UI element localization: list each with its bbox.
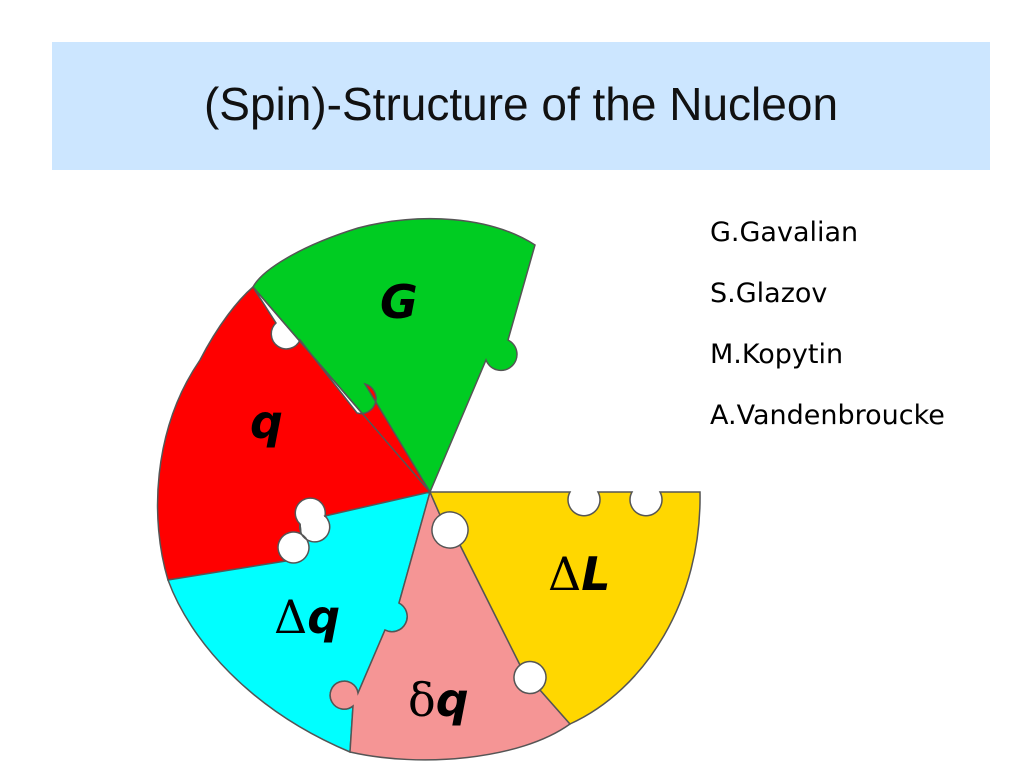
- piece-label-orbital-letter: L: [581, 547, 610, 601]
- piece-label-helicity: Δq: [274, 590, 340, 644]
- page-title: (Spin)-Structure of the Nucleon: [203, 78, 839, 130]
- piece-label-quark: q: [250, 395, 283, 449]
- puzzle-piece-quark: [156, 285, 432, 581]
- piece-label-orbital-delta: Δ: [548, 547, 581, 601]
- author-name: M.Kopytin: [710, 339, 844, 370]
- puzzle-piece-gluon: [252, 217, 536, 494]
- title-bar: (Spin)-Structure of the Nucleon: [52, 42, 990, 170]
- piece-label-transversity: δq: [408, 673, 469, 727]
- piece-label-gluon-letter: G: [380, 275, 418, 329]
- piece-label-transversity-letter: q: [436, 673, 469, 727]
- piece-label-quark-letter: q: [250, 395, 283, 449]
- piece-label-helicity-letter: q: [307, 590, 340, 644]
- author-list: G.Gavalian S.Glazov M.Kopytin A.Vandenbr…: [710, 210, 945, 454]
- piece-label-transversity-delta: δ: [408, 673, 436, 727]
- piece-label-orbital: ΔL: [548, 547, 611, 601]
- puzzle-piece-transversity: [329, 489, 572, 761]
- piece-label-gluon: G: [380, 275, 418, 329]
- piece-label-helicity-delta: Δ: [274, 590, 307, 644]
- puzzle-piece-orbital: [428, 491, 701, 725]
- author-name: S.Glazov: [710, 278, 828, 309]
- author-name: A.Vandenbroucke: [710, 400, 945, 431]
- author-name: G.Gavalian: [710, 217, 859, 248]
